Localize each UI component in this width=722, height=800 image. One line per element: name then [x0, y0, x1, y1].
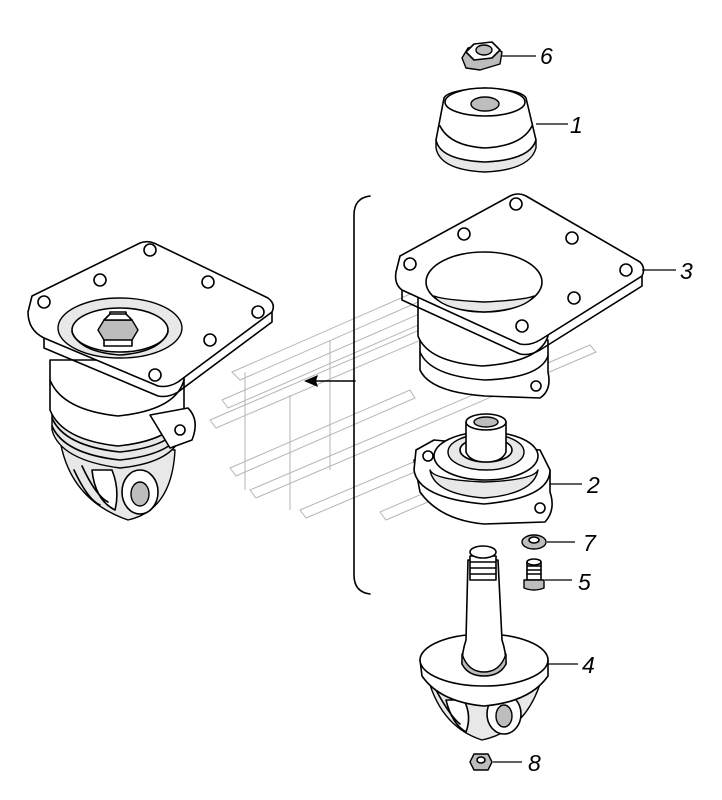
- callout-2: 2: [586, 472, 600, 498]
- assembly-bracket: [304, 195, 371, 595]
- part-1-cap: [435, 87, 568, 173]
- part-8-small-nut: [469, 753, 522, 771]
- callout-7: 7: [583, 530, 597, 556]
- callout-3: 3: [680, 258, 693, 284]
- callout-4: 4: [582, 652, 595, 678]
- part-2-bearing-housing: [413, 413, 582, 525]
- callout-5: 5: [578, 569, 591, 595]
- part-3-plate: [394, 193, 676, 399]
- part-5-bolt: [523, 558, 572, 591]
- callout-6: 6: [540, 43, 553, 69]
- part-7-washer: [521, 534, 575, 550]
- part-4-pin-bracket: [419, 545, 578, 741]
- assembled-unit: [27, 240, 275, 521]
- part-6-nut: [461, 41, 536, 71]
- arrow-left-icon: [304, 375, 318, 387]
- callout-1: 1: [570, 112, 583, 138]
- callout-8: 8: [528, 750, 541, 776]
